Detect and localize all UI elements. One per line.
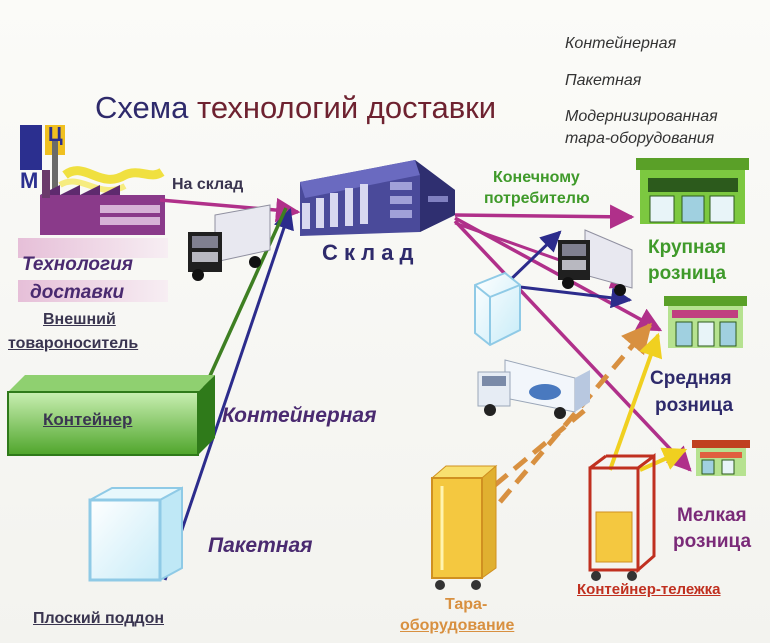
warehouse-icon bbox=[300, 160, 455, 236]
small-retail-line2: розница bbox=[673, 531, 752, 552]
legend-modern-line1: Модернизированная bbox=[565, 108, 718, 125]
container-box-icon bbox=[7, 375, 215, 456]
consumer-label-line2: потребителю bbox=[484, 190, 590, 207]
flat-pallet-label: Плоский поддон bbox=[33, 610, 165, 627]
store-icon-medium bbox=[664, 296, 747, 348]
external-carrier-line1: Внешний bbox=[43, 311, 116, 328]
consumer-label-line1: Конечному bbox=[493, 169, 580, 186]
store-icon-large bbox=[636, 158, 749, 224]
legend-packet: Пакетная bbox=[565, 72, 642, 89]
medium-retail-line1: Средняя bbox=[650, 368, 732, 389]
tara-label-line1: Тара- bbox=[445, 596, 488, 613]
van-icon bbox=[477, 359, 590, 419]
factory-letter-m: М bbox=[20, 168, 39, 193]
to-warehouse-label: На склад bbox=[172, 176, 244, 193]
blue-routes bbox=[163, 208, 633, 581]
page-title: Схема технологий доставки bbox=[95, 90, 496, 126]
packet-route-label: Пакетная bbox=[208, 534, 313, 557]
medium-retail-line2: розница bbox=[655, 395, 734, 416]
factory-letter-c: Ц bbox=[48, 124, 63, 146]
truck-icon-left bbox=[188, 204, 271, 281]
store-icon-small bbox=[692, 440, 750, 476]
external-carrier-line2: товароноситель bbox=[8, 335, 139, 352]
title-part1: Схема bbox=[95, 90, 189, 125]
large-retail-line1: Крупная bbox=[648, 237, 727, 258]
tara-equipment-icon bbox=[430, 464, 498, 590]
container-route-label: Контейнерная bbox=[222, 404, 377, 427]
pallet-cube-large bbox=[88, 486, 183, 582]
warehouse-label: С к л а д bbox=[322, 240, 414, 265]
pallet-cube-small bbox=[474, 271, 521, 347]
tara-label-line2: оборудование bbox=[400, 617, 515, 634]
dashed-routes bbox=[493, 322, 652, 504]
yellow-routes bbox=[608, 332, 688, 472]
legend-container: Контейнерная bbox=[565, 35, 677, 52]
container-box-label: Контейнер bbox=[43, 410, 133, 429]
title-part2: технологий доставки bbox=[196, 90, 497, 125]
large-retail-line2: розница bbox=[648, 263, 727, 284]
cart-label: Контейнер-тележка bbox=[577, 581, 721, 598]
factory-icon bbox=[20, 125, 165, 235]
legend-modern-line2: тара-оборудования bbox=[565, 130, 715, 147]
container-cart-icon bbox=[588, 453, 656, 581]
truck-icon-right bbox=[558, 229, 633, 296]
tech-label-line2: доставки bbox=[30, 282, 125, 303]
tech-label-line1: Технология bbox=[22, 254, 133, 275]
small-retail-line1: Мелкая bbox=[677, 505, 747, 526]
